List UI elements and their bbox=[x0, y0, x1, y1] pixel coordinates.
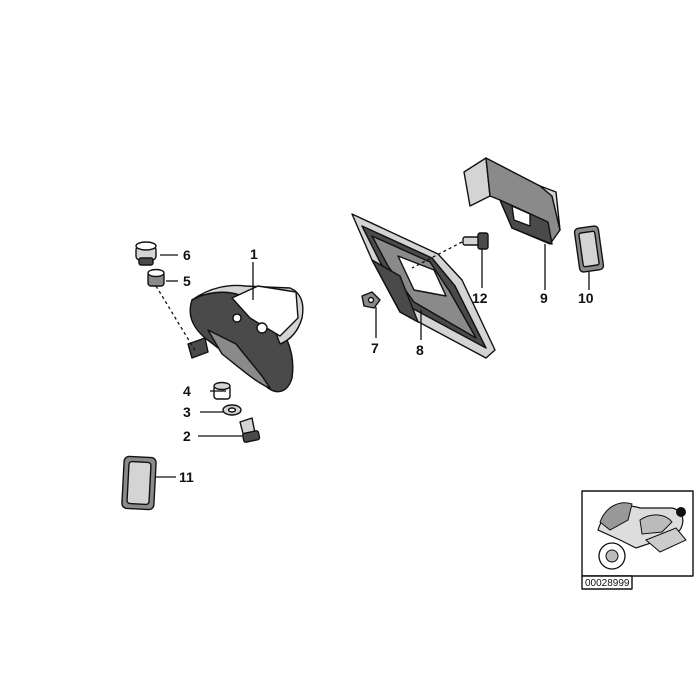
part-8-license-plate-holder bbox=[351, 213, 496, 359]
part-10-reflector bbox=[573, 225, 605, 273]
callout-4: 4 bbox=[183, 383, 191, 399]
reference-code: 00028999 bbox=[585, 578, 630, 589]
callout-8: 8 bbox=[416, 342, 424, 358]
callout-6: 6 bbox=[183, 247, 191, 263]
callout-3: 3 bbox=[183, 404, 191, 420]
part-7-nut bbox=[361, 291, 381, 309]
part-6-grommet bbox=[135, 241, 157, 266]
callout-11: 11 bbox=[179, 469, 194, 485]
part-2-screw bbox=[239, 417, 261, 443]
location-marker bbox=[676, 507, 686, 517]
part-11-reflector bbox=[121, 455, 157, 511]
part-12-screw bbox=[462, 232, 489, 250]
reference-inset: 00028999 bbox=[581, 490, 694, 590]
leader-lines bbox=[155, 244, 590, 478]
part-4-spacer bbox=[213, 381, 231, 400]
callout-12: 12 bbox=[472, 290, 488, 306]
motorcycle-silhouette-icon bbox=[597, 502, 687, 570]
callout-5: 5 bbox=[183, 273, 191, 289]
part-5-bushing bbox=[147, 268, 165, 287]
callout-9: 9 bbox=[540, 290, 548, 306]
callout-10: 10 bbox=[578, 290, 594, 306]
part-1-mudguard bbox=[187, 284, 304, 393]
callout-2: 2 bbox=[183, 428, 191, 444]
callout-7: 7 bbox=[371, 340, 379, 356]
part-9-bracket bbox=[463, 157, 561, 245]
part-3-washer bbox=[222, 404, 242, 416]
callout-1: 1 bbox=[250, 246, 258, 262]
callout-labels: 1 2 3 4 5 6 7 8 9 10 11 12 bbox=[179, 246, 594, 485]
